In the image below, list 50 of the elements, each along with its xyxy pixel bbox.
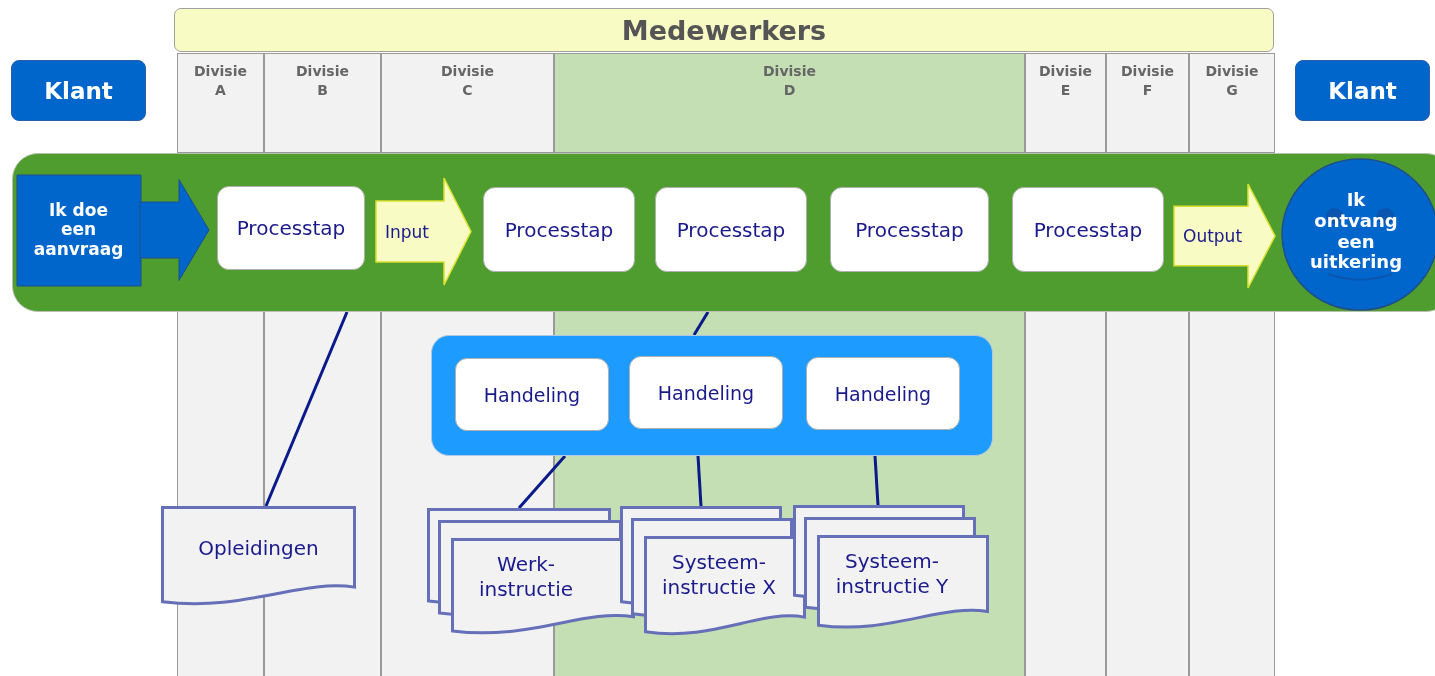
actor-label: Klant	[44, 77, 113, 104]
process-band	[12, 153, 1435, 312]
process-step-box	[830, 187, 989, 272]
swimlane-column	[1025, 53, 1106, 153]
title-banner	[174, 8, 1274, 52]
process-step-box	[655, 187, 807, 272]
swimlane-column	[177, 53, 264, 153]
step-label: Processtap	[504, 217, 614, 242]
lane-label: Divisie F	[1120, 62, 1175, 100]
document-label: Systeem- instructie Y	[834, 549, 950, 599]
banner-title: Medewerkers	[621, 14, 827, 46]
process-step-box	[217, 186, 365, 270]
actor-box	[1295, 60, 1430, 121]
document-label: Werk- instructie	[477, 552, 575, 602]
action-box	[455, 358, 609, 431]
swimlane-column	[1189, 53, 1275, 153]
lane-label: Divisie B	[295, 62, 350, 100]
lane-label: Divisie G	[1204, 62, 1260, 100]
lane-label: Divisie E	[1038, 62, 1093, 100]
action-label: Handeling	[483, 383, 581, 406]
lane-label: Divisie D	[762, 62, 817, 100]
swimlane-column	[554, 53, 1025, 153]
arrow-label: Output	[1183, 226, 1243, 246]
actions-panel	[431, 335, 993, 456]
connector-line	[692, 311, 710, 336]
swimlane-column	[1106, 53, 1189, 153]
connector-line	[873, 455, 880, 506]
action-box	[806, 357, 960, 430]
swimlane-column	[264, 53, 381, 153]
actor-label: Klant	[1328, 77, 1397, 104]
step-label: Processtap	[855, 217, 964, 242]
connector-line	[517, 455, 567, 509]
process-step-box	[1012, 187, 1164, 272]
action-label: Handeling	[834, 382, 932, 405]
connector-line	[696, 455, 703, 507]
step-label: Processtap	[1033, 217, 1143, 242]
lane-label: Divisie A	[193, 62, 248, 100]
actor-box	[11, 60, 146, 121]
step-label: Processtap	[236, 216, 346, 240]
swimlane-column	[381, 53, 554, 153]
result-label: Ik ontvang een uitkering	[1309, 190, 1403, 273]
lane-label: Divisie C	[440, 62, 495, 100]
request-label: Ik doe een aanvraag	[32, 200, 125, 260]
document-label: Opleidingen	[198, 536, 319, 561]
process-step-box	[483, 187, 635, 272]
action-label: Handeling	[657, 381, 755, 404]
document-label: Systeem- instructie X	[660, 550, 778, 600]
arrow-label: Input	[385, 221, 430, 242]
step-label: Processtap	[676, 217, 786, 242]
action-box	[629, 356, 783, 429]
